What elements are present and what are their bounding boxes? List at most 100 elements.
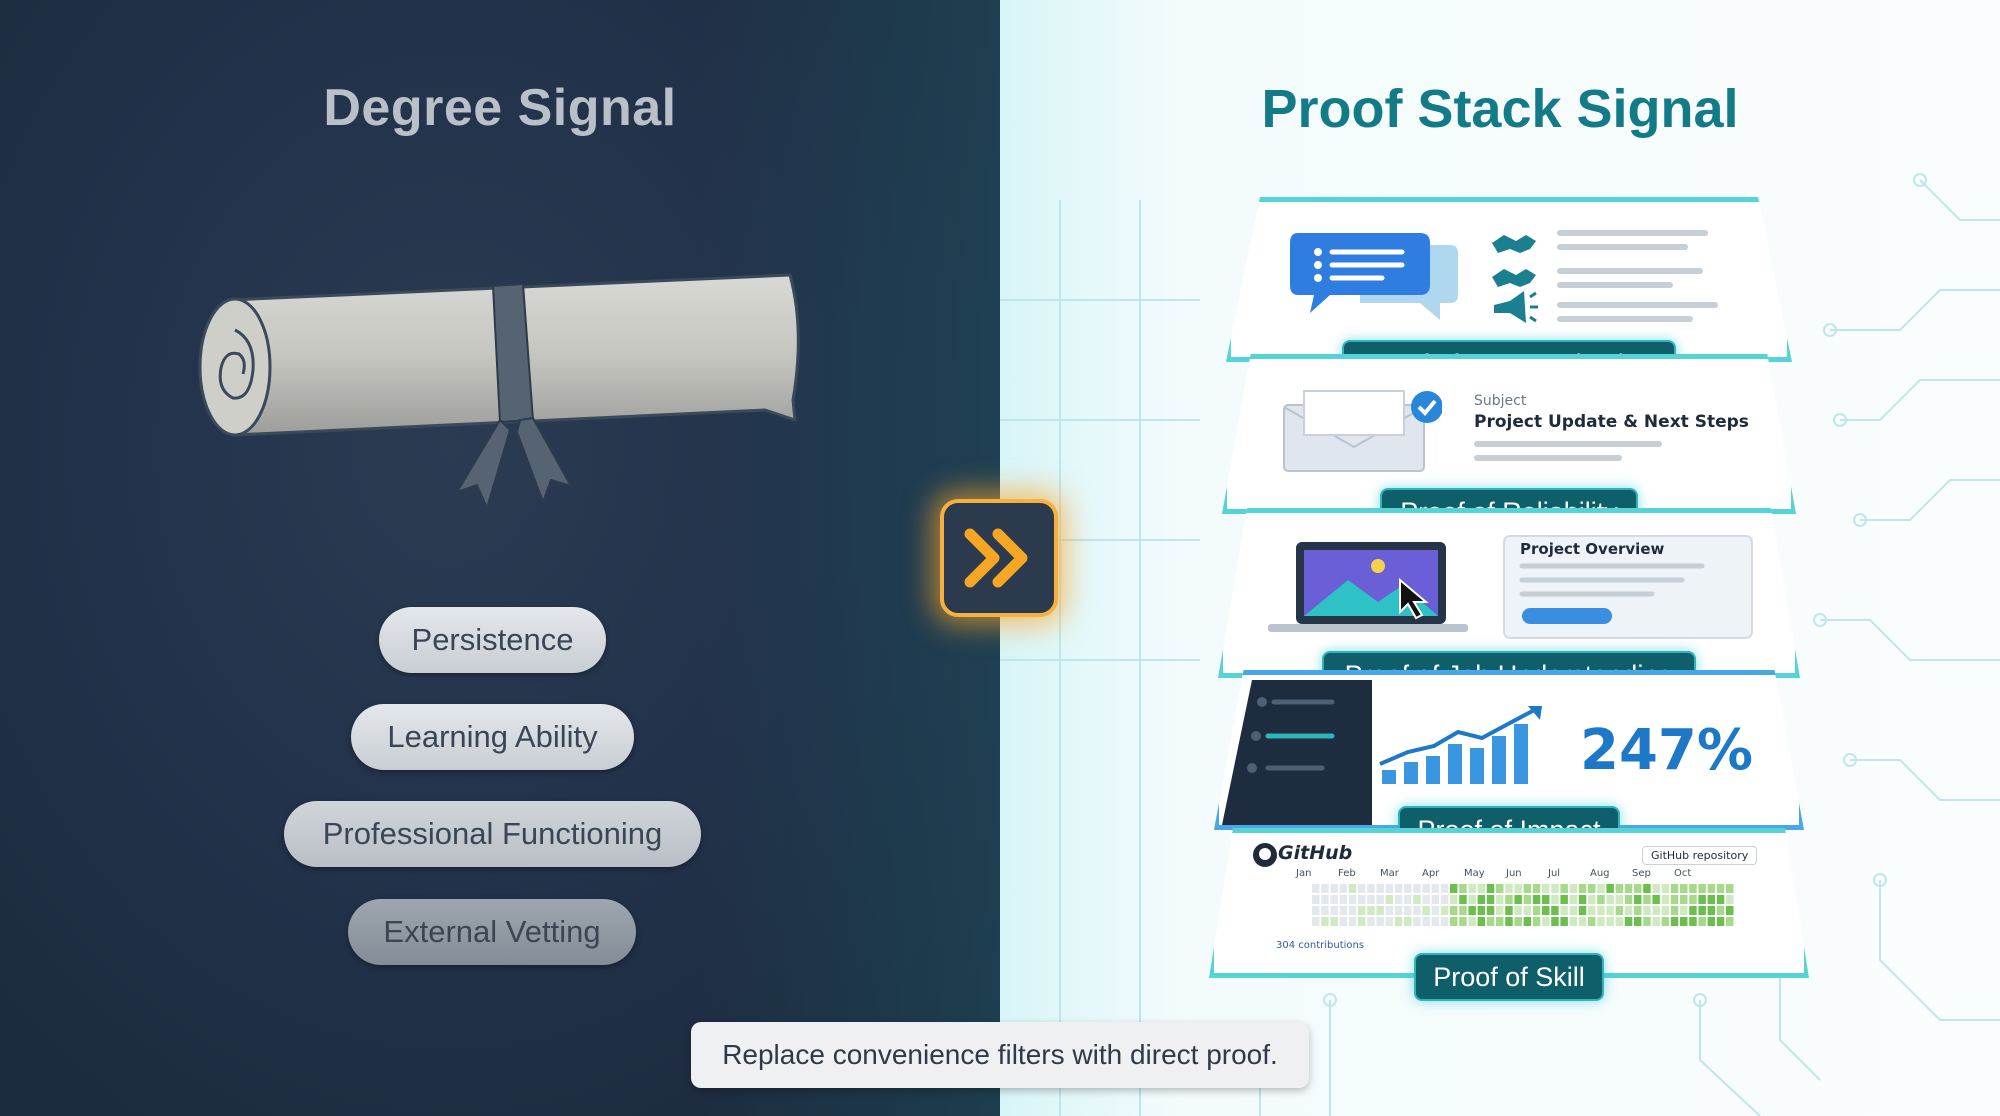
heatmap-cell xyxy=(1321,884,1329,893)
heatmap-cell xyxy=(1560,884,1568,893)
heatmap-cell xyxy=(1606,884,1614,893)
heatmap-cell xyxy=(1523,895,1532,904)
heatmap-cell xyxy=(1468,895,1476,904)
heatmap-cell xyxy=(1689,884,1697,893)
heatmap-cell xyxy=(1358,917,1366,926)
heatmap-cell xyxy=(1440,917,1449,926)
heatmap-cell xyxy=(1532,906,1541,915)
heatmap-cell xyxy=(1385,917,1394,926)
heatmap-cell xyxy=(1615,895,1624,904)
heatmap-cell xyxy=(1643,884,1651,893)
heatmap-cell xyxy=(1376,906,1384,915)
heatmap-cell xyxy=(1615,884,1624,893)
heatmap-cell xyxy=(1716,917,1725,926)
heatmap-cell xyxy=(1348,906,1357,915)
heatmap-cell xyxy=(1496,884,1504,893)
heatmap-cell xyxy=(1624,895,1633,904)
heatmap-cell xyxy=(1643,917,1651,926)
heatmap-cell xyxy=(1358,906,1366,915)
handshake-icon xyxy=(1492,230,1718,323)
heatmap-cell xyxy=(1431,895,1440,904)
heatmap-cell xyxy=(1312,884,1320,893)
heatmap-cell xyxy=(1597,917,1605,926)
heatmap-cell xyxy=(1486,906,1495,915)
heatmap-cell xyxy=(1440,895,1449,904)
heatmap-cell xyxy=(1496,895,1504,904)
heatmap-cell xyxy=(1394,884,1403,893)
heatmap-cell xyxy=(1652,917,1660,926)
heatmap-cell xyxy=(1578,884,1587,893)
heatmap-cell xyxy=(1661,906,1670,915)
heatmap-cell xyxy=(1505,917,1513,926)
heatmap-cell xyxy=(1486,895,1495,904)
heatmap-cell xyxy=(1514,895,1522,904)
heatmap-cell xyxy=(1726,884,1734,893)
heatmap-cell xyxy=(1477,917,1486,926)
heatmap-cell xyxy=(1634,895,1642,904)
heatmap-cell xyxy=(1597,906,1605,915)
heatmap-cell xyxy=(1707,917,1716,926)
heatmap-cell xyxy=(1450,906,1458,915)
heatmap-cell xyxy=(1551,917,1559,926)
double-chevron-right-icon xyxy=(964,528,1028,588)
heatmap-cell xyxy=(1698,906,1706,915)
heatmap-cell xyxy=(1615,917,1624,926)
heatmap-cell xyxy=(1532,884,1541,893)
heatmap-cell xyxy=(1624,917,1633,926)
heatmap-cell xyxy=(1413,917,1421,926)
heatmap-cell xyxy=(1707,895,1716,904)
heatmap-cell xyxy=(1624,884,1633,893)
heatmap-cell xyxy=(1634,884,1642,893)
impact-metric: 247% xyxy=(1580,718,1754,783)
heatmap-cell xyxy=(1689,917,1697,926)
heatmap-cell xyxy=(1698,884,1706,893)
heatmap-cell xyxy=(1496,917,1504,926)
heatmap-cell xyxy=(1339,895,1348,904)
heatmap-cell xyxy=(1422,906,1430,915)
heatmap-cell xyxy=(1680,906,1688,915)
month-label: Jun xyxy=(1506,868,1522,879)
heatmap-cell xyxy=(1450,895,1458,904)
quality-pill-professional-functioning: Professional Functioning xyxy=(284,801,701,867)
heatmap-cell xyxy=(1698,917,1706,926)
heatmap-cell xyxy=(1477,895,1486,904)
heatmap-cell xyxy=(1716,906,1725,915)
heatmap-cell xyxy=(1450,917,1458,926)
heatmap-cell xyxy=(1440,884,1449,893)
heatmap-cell xyxy=(1348,917,1357,926)
month-label: Jan xyxy=(1296,868,1312,879)
heatmap-cell xyxy=(1422,884,1430,893)
heatmap-cell xyxy=(1477,884,1486,893)
contribution-heatmap xyxy=(1312,884,1734,926)
heatmap-cell xyxy=(1431,884,1440,893)
heatmap-cell xyxy=(1698,895,1706,904)
label-proof-of-skill: Proof of Skill xyxy=(1414,953,1604,1001)
heatmap-cell xyxy=(1339,884,1348,893)
heatmap-cell xyxy=(1330,884,1338,893)
heatmap-cell xyxy=(1680,895,1688,904)
heatmap-cell xyxy=(1459,906,1467,915)
heatmap-cell xyxy=(1413,895,1421,904)
month-label: Mar xyxy=(1380,868,1399,879)
heatmap-cell xyxy=(1597,884,1605,893)
heatmap-cell xyxy=(1413,906,1421,915)
heatmap-cell xyxy=(1385,884,1394,893)
heatmap-cell xyxy=(1450,884,1458,893)
heatmap-cell xyxy=(1312,895,1320,904)
heatmap-cell xyxy=(1321,906,1329,915)
heatmap-cell xyxy=(1440,906,1449,915)
heatmap-cell xyxy=(1358,884,1366,893)
heatmap-cell xyxy=(1707,906,1716,915)
heatmap-cell xyxy=(1588,906,1596,915)
heatmap-cell xyxy=(1459,917,1467,926)
circuit-background-decoration xyxy=(1000,173,2000,1116)
heatmap-cell xyxy=(1376,917,1384,926)
project-overview-doc xyxy=(1503,535,1753,639)
heatmap-cell xyxy=(1615,906,1624,915)
heatmap-cell xyxy=(1348,895,1357,904)
laptop-image-icon xyxy=(1268,542,1468,632)
heatmap-cell xyxy=(1569,895,1578,904)
heatmap-cell xyxy=(1588,917,1596,926)
heatmap-cell xyxy=(1339,906,1348,915)
